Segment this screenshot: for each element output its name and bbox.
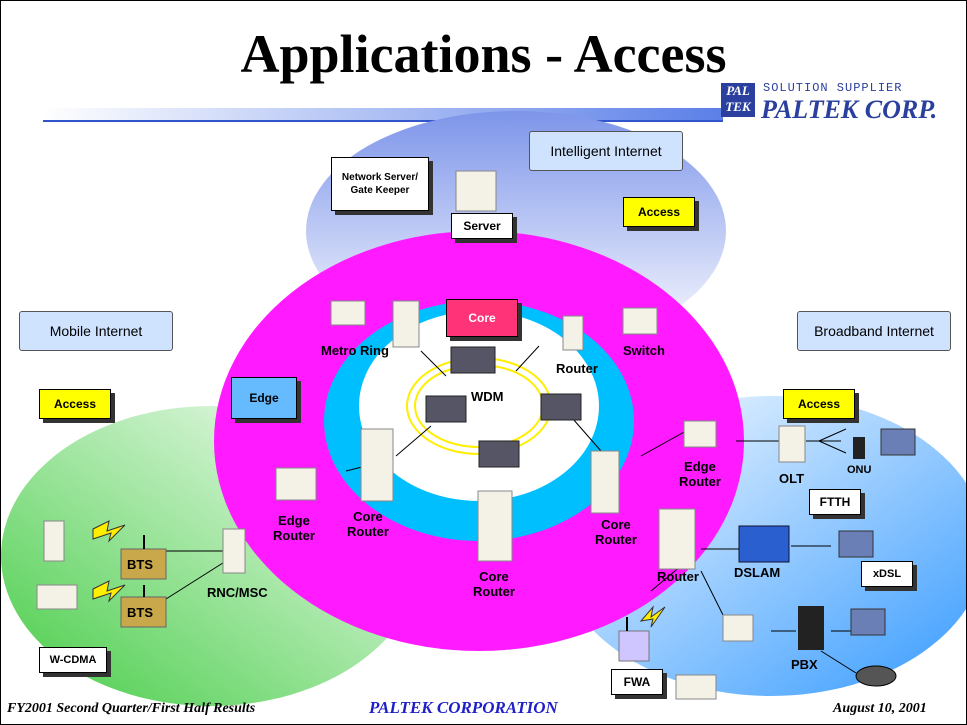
paltek-logo-name: PALTEK CORP. [761,95,938,124]
wdm-label: WDM [471,389,504,404]
fwa-box: FWA [611,669,663,695]
page-title: Applications - Access [240,24,727,84]
olt-label: OLT [779,471,805,486]
xdsl-box: xDSL [861,561,913,587]
access-box-broadband: Access [783,389,855,419]
footer-company: PALTEK CORPORATION [369,698,558,717]
intelligent-internet-banner: Intelligent Internet [529,131,683,171]
core-router-label-right: Core Router [595,517,637,547]
metro-ring-label: Metro Ring [321,343,389,358]
dslam-label: DSLAM [734,565,781,580]
bts-label-1: BTS [127,557,153,572]
bts-label-2: BTS [127,605,153,620]
edge-box: Edge [231,377,297,419]
edge-router-label-left: Edge Router [273,513,315,543]
pbx-label: PBX [791,657,818,672]
title-bar [43,108,723,122]
access-box-mobile: Access [39,389,111,419]
title-bar-line [43,120,723,122]
switch-label: Switch [623,343,665,358]
router-label-core: Router [556,361,598,376]
core-router-label-left: Core Router [347,509,389,539]
core-box: Core [446,299,518,337]
bts-box-2 [120,596,167,628]
edge-router-label-right: Edge Router [679,459,721,489]
paltek-logo-tagline: SOLUTION SUPPLIER [763,81,903,95]
footer-left: FY2001 Second Quarter/First Half Results [7,701,256,716]
footer-date: August 10, 2001 [833,701,927,716]
wcdma-box: W-CDMA [39,647,107,673]
bts-box-1 [120,548,167,580]
server-label: Server [451,213,513,239]
router-label-broadband: Router [657,569,699,584]
ftth-box: FTTH [809,489,861,515]
paltek-logo-mark: PAL TEK [721,83,755,117]
broadband-internet-banner: Broadband Internet [797,311,951,351]
core-router-label-bottom: Core Router [473,569,515,599]
rnc-msc-label: RNC/MSC [207,585,268,600]
network-server-label: Network Server/ Gate Keeper [331,157,429,211]
onu-label: ONU [847,464,872,476]
access-box-intelligent: Access [623,197,695,227]
mobile-internet-banner: Mobile Internet [19,311,173,351]
core-inner [359,311,599,501]
